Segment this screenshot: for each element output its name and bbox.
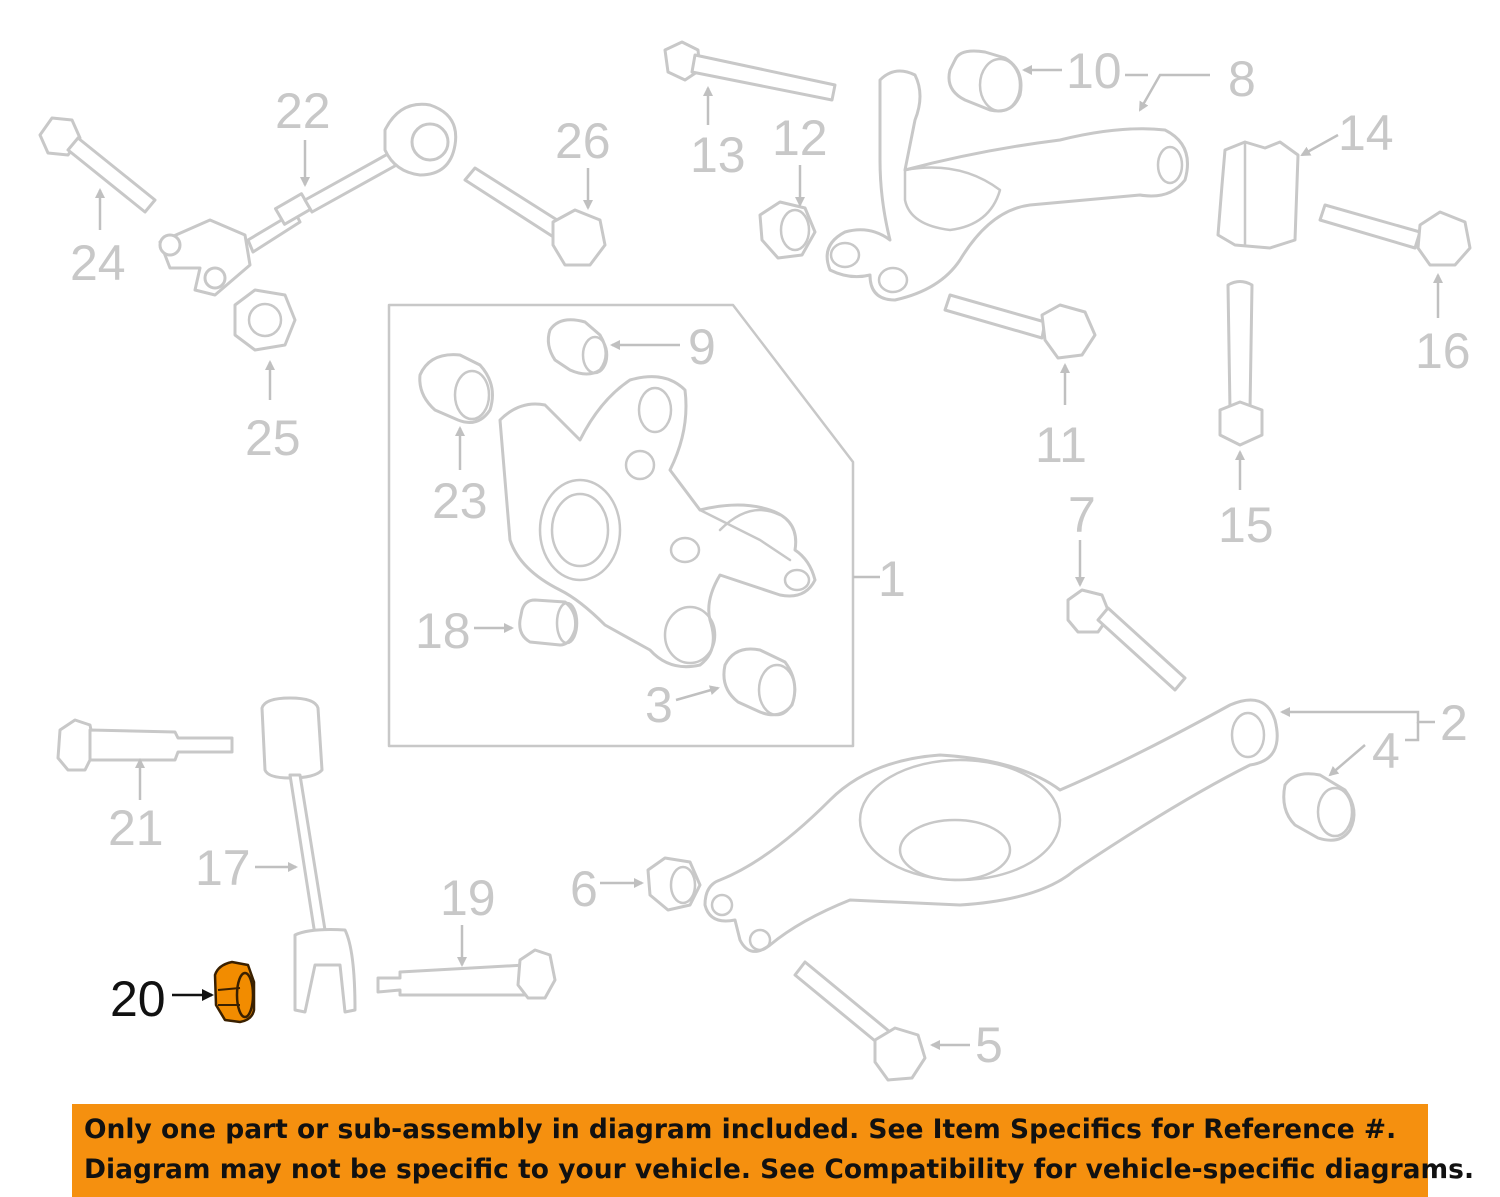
lower-control-arm-part [703, 698, 1279, 953]
callout-5: 5 [975, 1017, 1003, 1073]
upper-control-arm-part [825, 69, 1189, 302]
disclaimer-line-1: Only one part or sub-assembly in diagram… [84, 1114, 1397, 1145]
callout-12: 12 [772, 110, 828, 166]
nut-part-20-highlighted [213, 960, 256, 1024]
callout-11: 11 [1035, 417, 1087, 473]
callout-10: 10 [1066, 43, 1122, 99]
knuckle-assembly-box [387, 303, 880, 748]
nut-part-25 [233, 288, 297, 352]
callout-19: 19 [440, 870, 496, 926]
callout-1: 1 [878, 551, 906, 607]
callout-13: 13 [690, 127, 746, 183]
bushing-part-4 [1282, 772, 1356, 842]
callout-9: 9 [688, 319, 716, 375]
bolt-part-5 [793, 960, 927, 1082]
bolt-part-15 [1218, 280, 1264, 447]
callout-2: 2 [1440, 695, 1468, 751]
bushing-part-9 [546, 318, 609, 376]
knuckle-part [498, 375, 817, 669]
callout-18: 18 [415, 603, 471, 659]
callout-26: 26 [555, 113, 611, 169]
callout-14: 14 [1338, 105, 1394, 161]
bolt-part-24 [38, 116, 157, 214]
bolt-part-13 [663, 40, 837, 102]
lateral-link-part [260, 696, 357, 1014]
bolt-part-26 [463, 166, 607, 267]
callout-21: 21 [108, 800, 164, 856]
callout-3: 3 [645, 677, 673, 733]
nut-part-12 [758, 200, 817, 260]
bushing-part-23 [418, 353, 494, 424]
callout-7: 7 [1068, 487, 1096, 543]
bushing-part-3 [722, 647, 797, 717]
callout-20: 20 [110, 971, 166, 1027]
bushing-part-10 [947, 49, 1023, 113]
bolt-part-7 [1066, 588, 1187, 692]
bolt-part-19 [376, 948, 557, 1000]
callout-25: 25 [245, 410, 301, 466]
bushing-block-part-14 [1216, 140, 1300, 250]
callout-6: 6 [570, 861, 598, 917]
callout-22: 22 [275, 83, 331, 139]
callout-15: 15 [1218, 497, 1274, 553]
bolt-part-16 [1318, 203, 1472, 267]
toe-link-part [158, 102, 458, 297]
callout-24: 24 [70, 235, 126, 291]
disclaimer-banner: Only one part or sub-assembly in diagram… [72, 1104, 1475, 1197]
callout-16: 16 [1415, 323, 1471, 379]
callout-23: 23 [432, 473, 488, 529]
disclaimer-line-2: Diagram may not be specific to your vehi… [84, 1154, 1475, 1185]
callout-8: 8 [1228, 51, 1256, 107]
nut-part-6 [646, 856, 702, 912]
bushing-part-18 [518, 598, 579, 647]
callout-4: 4 [1372, 723, 1400, 779]
callout-17: 17 [195, 840, 251, 896]
bolt-part-11 [943, 293, 1097, 360]
bolt-part-21 [56, 718, 234, 772]
callout-labels: 1 2 3 4 5 6 7 8 9 10 11 12 13 14 15 16 1… [70, 43, 1471, 1073]
callout-leaders [95, 65, 1443, 1050]
